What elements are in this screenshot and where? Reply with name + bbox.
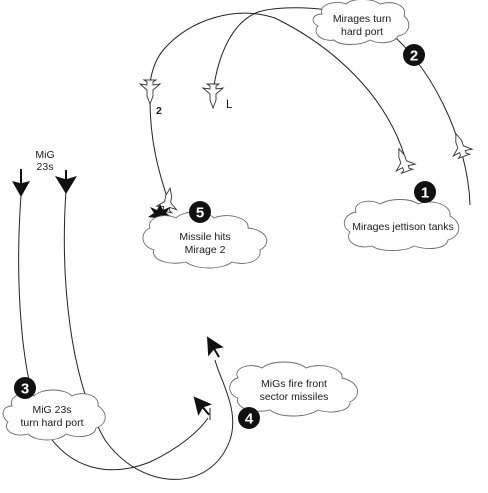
cloud-missile-hits <box>142 211 268 269</box>
cloud-migs-fire <box>229 361 358 417</box>
svg-text:3: 3 <box>21 381 29 398</box>
svg-text:2: 2 <box>410 48 418 65</box>
mirage-lead-start-icon <box>452 132 474 160</box>
cloud-mirages-jettison <box>343 199 460 251</box>
svg-text:5: 5 <box>196 205 204 222</box>
label-mig-turn-1: MiG 23s <box>32 404 71 416</box>
label-mig-group-2: 23s <box>37 161 54 173</box>
step-badge-2: 2 <box>403 44 425 66</box>
mig-left-path <box>18 194 209 471</box>
label-mirages-turn-1: Mirages turn <box>333 13 392 25</box>
step-badge-4: 4 <box>238 407 260 429</box>
mig-23-right-icon <box>55 170 77 194</box>
explosion-icon <box>148 204 172 225</box>
label-mirages-turn-2: hard port <box>341 26 383 38</box>
label-missile-hits-2: Mirage 2 <box>185 244 226 256</box>
svg-text:4: 4 <box>245 411 254 428</box>
mig-right-path <box>63 189 234 480</box>
mig-missile-upper-icon <box>207 336 224 358</box>
mirage-2-path <box>149 12 409 201</box>
mirage-2-start-icon <box>395 147 417 175</box>
cloud-mirages-turn <box>312 0 410 45</box>
label-mig-group-1: MiG <box>35 149 54 161</box>
mig-missile-lower-icon <box>193 396 213 416</box>
label-aircraft-2: 2 <box>156 105 162 117</box>
mirage-lead-icon <box>201 83 225 110</box>
label-aircraft-l: L <box>226 99 233 111</box>
step-badge-1: 1 <box>414 181 436 203</box>
label-mig-turn-2: turn hard port <box>20 417 83 429</box>
label-migs-fire-1: MiGs fire front <box>261 378 327 390</box>
step-badge-5: 5 <box>189 201 211 223</box>
mig-23-left-icon <box>12 169 30 197</box>
mirage-2-icon <box>138 79 162 106</box>
svg-text:1: 1 <box>421 185 429 202</box>
step-badge-3: 3 <box>14 377 36 399</box>
label-missile-hits-1: Missile hits <box>179 231 230 243</box>
label-mirages-jettison: Mirages jettison tanks <box>352 221 454 233</box>
cloud-mig-turn <box>2 389 106 441</box>
label-migs-fire-2: sector missiles <box>260 391 329 403</box>
